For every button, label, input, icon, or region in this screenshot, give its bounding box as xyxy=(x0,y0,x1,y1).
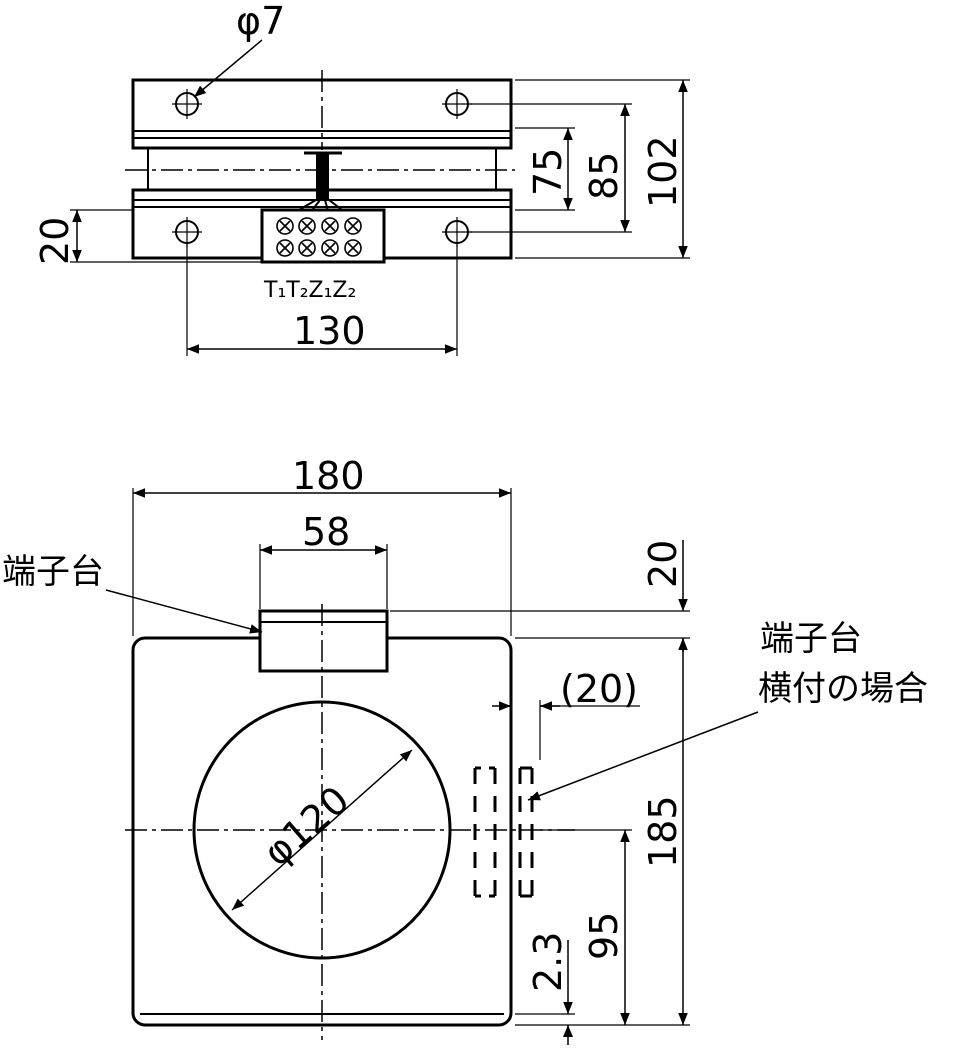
dim-75-label: 75 xyxy=(526,148,570,196)
dim-180-label: 180 xyxy=(292,454,365,498)
dim-2-3-label: 2.3 xyxy=(526,932,570,992)
dim-20-front-label: 20 xyxy=(641,540,685,588)
lead-wires xyxy=(316,152,329,200)
dim-95-label: 95 xyxy=(582,912,626,960)
top-terminal-block xyxy=(258,609,389,673)
top-view xyxy=(70,39,690,356)
dim-85-label: 85 xyxy=(582,152,626,200)
hole-diameter-label: φ7 xyxy=(236,0,285,43)
dim-130-label: 130 xyxy=(293,309,366,353)
dim-102-label: 102 xyxy=(641,135,685,208)
terminal-labels: T₁T₂Z₁Z₂ xyxy=(263,278,356,303)
dim-line-bore xyxy=(231,749,413,911)
dim-20-paren-label: (20) xyxy=(560,667,638,711)
hole-leader xyxy=(193,39,263,98)
terminal-screws xyxy=(276,217,362,257)
side-terminal-label-1: 端子台 xyxy=(760,619,862,659)
dim-58-label: 58 xyxy=(302,510,350,554)
side-terminal-label-2: 横付の場合 xyxy=(758,669,928,709)
dim-185-label: 185 xyxy=(641,795,685,868)
bore-diameter-label: φ120 xyxy=(255,778,358,875)
side-terminal-hidden xyxy=(473,766,534,898)
side-terminal-leader xyxy=(527,711,759,801)
top-terminal-leader xyxy=(105,589,263,634)
terminal-block-label: 端子台 xyxy=(2,552,104,592)
dim-20-top-label: 20 xyxy=(33,217,77,265)
front-view xyxy=(105,488,759,1045)
